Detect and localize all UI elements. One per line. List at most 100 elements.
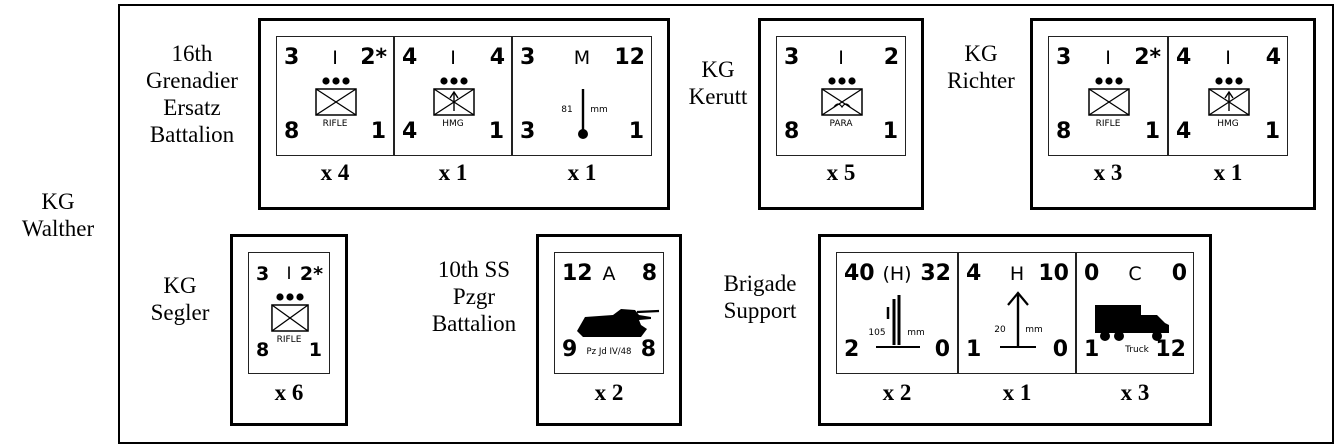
counter-symbol — [1000, 291, 1036, 348]
size-dot — [828, 77, 836, 85]
unit-class: I — [450, 47, 456, 69]
mg-arrowhead — [1224, 90, 1234, 99]
range-value: 32 — [920, 261, 951, 286]
unit-class: I — [286, 264, 292, 284]
caliber: 105 — [868, 328, 886, 338]
counter-symbol — [577, 309, 660, 337]
caliber: 81 — [561, 105, 573, 115]
truck-wheel — [1152, 331, 1162, 341]
unit-class: I — [1105, 47, 1111, 69]
defense-value: 1 — [1084, 337, 1100, 362]
size-dot — [342, 77, 350, 85]
attack-value: 3 — [520, 45, 536, 70]
range-value: 0 — [1171, 261, 1187, 286]
unit-type: HMG — [1217, 119, 1239, 129]
unit-class: I — [1225, 47, 1231, 69]
truck-wheel — [1100, 331, 1110, 341]
counter-symbol — [315, 77, 357, 116]
tank-silhouette — [577, 309, 651, 337]
kg-walther-frame — [118, 4, 1334, 444]
unit-type: RIFLE — [1095, 119, 1121, 129]
move-value: 1 — [1264, 119, 1280, 144]
quantity-rifle1: x 4 — [320, 160, 350, 185]
flak-arrowhead — [1007, 291, 1029, 306]
unit-type: HMG — [442, 119, 464, 129]
size-dot — [286, 293, 294, 301]
richter-label: KG Richter — [947, 41, 1015, 93]
range-value: 2* — [360, 45, 387, 70]
defense-value: 8 — [256, 339, 270, 361]
counter-symbol — [1208, 77, 1250, 116]
infantry-box — [271, 304, 309, 332]
range-value: 4 — [489, 45, 505, 70]
unit-class: (H) — [882, 263, 912, 285]
unit-type: RIFLE — [276, 335, 302, 345]
mortar-base — [578, 129, 588, 139]
defense-value: 2 — [844, 337, 860, 362]
kg-walther-label: KG Walther — [21, 189, 95, 241]
unit-type: PARA — [829, 119, 853, 129]
defense-value: 8 — [284, 119, 300, 144]
quantity-rifle2: x 3 — [1093, 160, 1123, 185]
size-dot — [450, 77, 458, 85]
tank-gun — [636, 309, 660, 314]
range-value: 2 — [883, 45, 899, 70]
unit-type: RIFLE — [322, 119, 348, 129]
size-dot — [1215, 77, 1223, 85]
size-dot — [838, 77, 846, 85]
quantity-howitzer: x 2 — [882, 380, 912, 405]
unit-class: H — [1009, 263, 1025, 285]
range-value: 4 — [1265, 45, 1281, 70]
size-dot — [332, 77, 340, 85]
quantity-truck: x 3 — [1120, 380, 1150, 405]
move-value: 12 — [1155, 337, 1186, 362]
quantity-mortar: x 1 — [567, 160, 597, 185]
move-value: 1 — [370, 119, 386, 144]
defense-value: 3 — [520, 119, 536, 144]
infantry-box — [315, 88, 357, 116]
move-value: 0 — [934, 337, 950, 362]
counter-symbol — [578, 89, 588, 139]
unit-class: M — [573, 47, 591, 69]
unit-class: A — [602, 263, 616, 285]
attack-value: 4 — [402, 45, 418, 70]
attack-value: 3 — [256, 263, 270, 285]
caliber-unit: mm — [1025, 325, 1043, 335]
mg-arrowhead — [449, 90, 459, 99]
defense-value: 9 — [562, 337, 578, 362]
counter-symbol — [1088, 77, 1130, 116]
size-dot — [296, 293, 304, 301]
size-dot — [1095, 77, 1103, 85]
size-dot — [460, 77, 468, 85]
cross-line — [271, 304, 309, 332]
size-dot — [322, 77, 330, 85]
attack-value: 3 — [1056, 45, 1072, 70]
counter-symbol — [271, 293, 309, 332]
unit-class: I — [838, 47, 844, 69]
size-dot — [276, 293, 284, 301]
kerutt-label: KG Kerutt — [688, 57, 748, 109]
move-value: 1 — [488, 119, 504, 144]
cross-line — [821, 88, 863, 116]
attack-value: 40 — [844, 261, 875, 286]
attack-value: 12 — [562, 261, 593, 286]
range-value: 2* — [1134, 45, 1161, 70]
truck-cab — [1141, 315, 1169, 333]
infantry-box — [1208, 88, 1250, 116]
defense-value: 1 — [966, 337, 982, 362]
attack-value: 4 — [1176, 45, 1192, 70]
move-value: 1 — [882, 119, 898, 144]
attack-value: 4 — [966, 261, 982, 286]
range-value: 10 — [1038, 261, 1069, 286]
move-value: 1 — [1144, 119, 1160, 144]
cross-line — [315, 88, 357, 116]
